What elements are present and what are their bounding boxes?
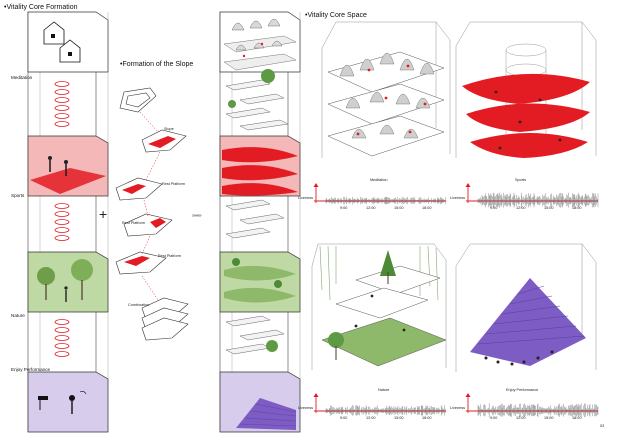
time-sports-0900: 9:00 (490, 206, 498, 210)
left-sports-box (27, 135, 109, 197)
right-tower-outline (219, 12, 301, 432)
meditation-cube (321, 21, 451, 158)
slope-step-slope (141, 129, 187, 153)
liveness-label-sports: Liveness (450, 196, 465, 200)
space-name-sports: Sports (515, 178, 526, 182)
slope-step-label-combination: Combination (128, 303, 150, 307)
left-performance-box (27, 371, 109, 433)
liveness-label-meditation: Liveness (298, 196, 313, 200)
time-nature-1500: 15:00 (394, 416, 404, 420)
slope-step-label-rest-1: Rest Platform (162, 182, 185, 186)
slope-step-rest-2 (123, 213, 173, 237)
tower-label-meditation: Meditation (11, 75, 33, 80)
time-nature-0900: 9:00 (340, 416, 348, 420)
time-performance-1500: 15:00 (544, 416, 554, 420)
time-meditation-1500: 15:00 (394, 206, 404, 210)
tower-label-sports: Sports (11, 193, 25, 198)
ramp-tree-3 (266, 340, 278, 352)
slope-step-label-slope: Slope (164, 127, 174, 131)
time-meditation-1200: 12:00 (366, 206, 376, 210)
time-meditation-1800: 18:00 (422, 206, 432, 210)
time-sports-1500: 15:00 (544, 206, 554, 210)
sports-cube (455, 21, 597, 158)
slope-step-outline (119, 87, 157, 113)
liveness-label-performance: Liveness (450, 406, 465, 410)
liveness-arrowhead-meditation (313, 183, 319, 187)
slope-step-combination (141, 297, 189, 341)
liveness-wave-nature (325, 405, 446, 416)
ramp-tree-1 (261, 69, 275, 83)
time-performance-1800: 18:00 (572, 416, 582, 420)
red-coil-3 (54, 319, 70, 357)
time-meditation-0900: 9:00 (340, 206, 348, 210)
time-nature-1800: 18:00 (422, 416, 432, 420)
liveness-wave-performance (477, 403, 599, 418)
slope-step-rest-1 (115, 177, 163, 201)
time-sports-1200: 12:00 (516, 206, 526, 210)
red-coil-2 (54, 203, 70, 241)
liveness-wave-meditation (325, 196, 446, 205)
space-name-nature: Nature (378, 388, 390, 392)
right-nature-box (219, 251, 301, 313)
liveness-label-nature: Liveness (298, 406, 313, 410)
liveness-chart-performance (465, 393, 599, 418)
tower-label-enjoy-performance: Enjoy Performance (11, 367, 51, 372)
tower-label-nature: Nature (11, 313, 25, 318)
right-ramps-upper (225, 79, 289, 131)
space-name-enjoy-performance: Enjoy Performance (506, 388, 539, 392)
arrow-operator: »»»» (192, 213, 202, 219)
liveness-wave-sports (477, 192, 599, 208)
red-coil-1 (54, 81, 70, 127)
right-sports-box (219, 135, 301, 197)
slope-guides (139, 111, 161, 301)
liveness-chart-meditation (313, 183, 446, 205)
time-performance-1200: 12:00 (516, 416, 526, 420)
page-number: 03 (600, 424, 605, 428)
left-top-box (27, 11, 109, 73)
performance-pyramid (470, 278, 586, 366)
formation-of-slope-heading: •Formation of the Slope (120, 61, 194, 68)
space-name-meditation: Meditation (370, 178, 388, 182)
left-tower-outline (27, 12, 109, 432)
performance-cube (455, 243, 597, 372)
right-meditation-box (219, 11, 301, 73)
right-performance-box (219, 371, 301, 433)
liveness-arrowhead-sports (465, 183, 471, 187)
liveness-arrowhead-performance (465, 393, 471, 397)
time-nature-1200: 12:00 (366, 416, 376, 420)
slope-step-rest-3 (115, 251, 167, 275)
time-performance-0900: 9:00 (490, 416, 498, 420)
time-sports-1800: 18:00 (572, 206, 582, 210)
ramp-tree-2 (228, 100, 236, 108)
left-nature-box (27, 251, 109, 313)
liveness-chart-sports (465, 183, 599, 208)
right-ramps-middle (225, 199, 285, 239)
meditation-platforms (327, 51, 445, 157)
nature-cube (311, 243, 447, 370)
vitality-core-space-heading: •Vitality Core Space (305, 12, 367, 19)
plus-operator: + (99, 206, 108, 222)
vitality-core-formation-heading: •Vitality Core Formation (4, 4, 78, 11)
liveness-chart-nature (313, 393, 446, 416)
nature-scene (319, 245, 447, 367)
sports-ramps (462, 43, 590, 158)
right-ramps-lower (225, 315, 285, 355)
slope-step-label-rest-3: Rest Platform (158, 254, 181, 258)
slope-step-label-rest-2: Rest Platform (122, 221, 145, 225)
liveness-arrowhead-nature (313, 393, 319, 397)
